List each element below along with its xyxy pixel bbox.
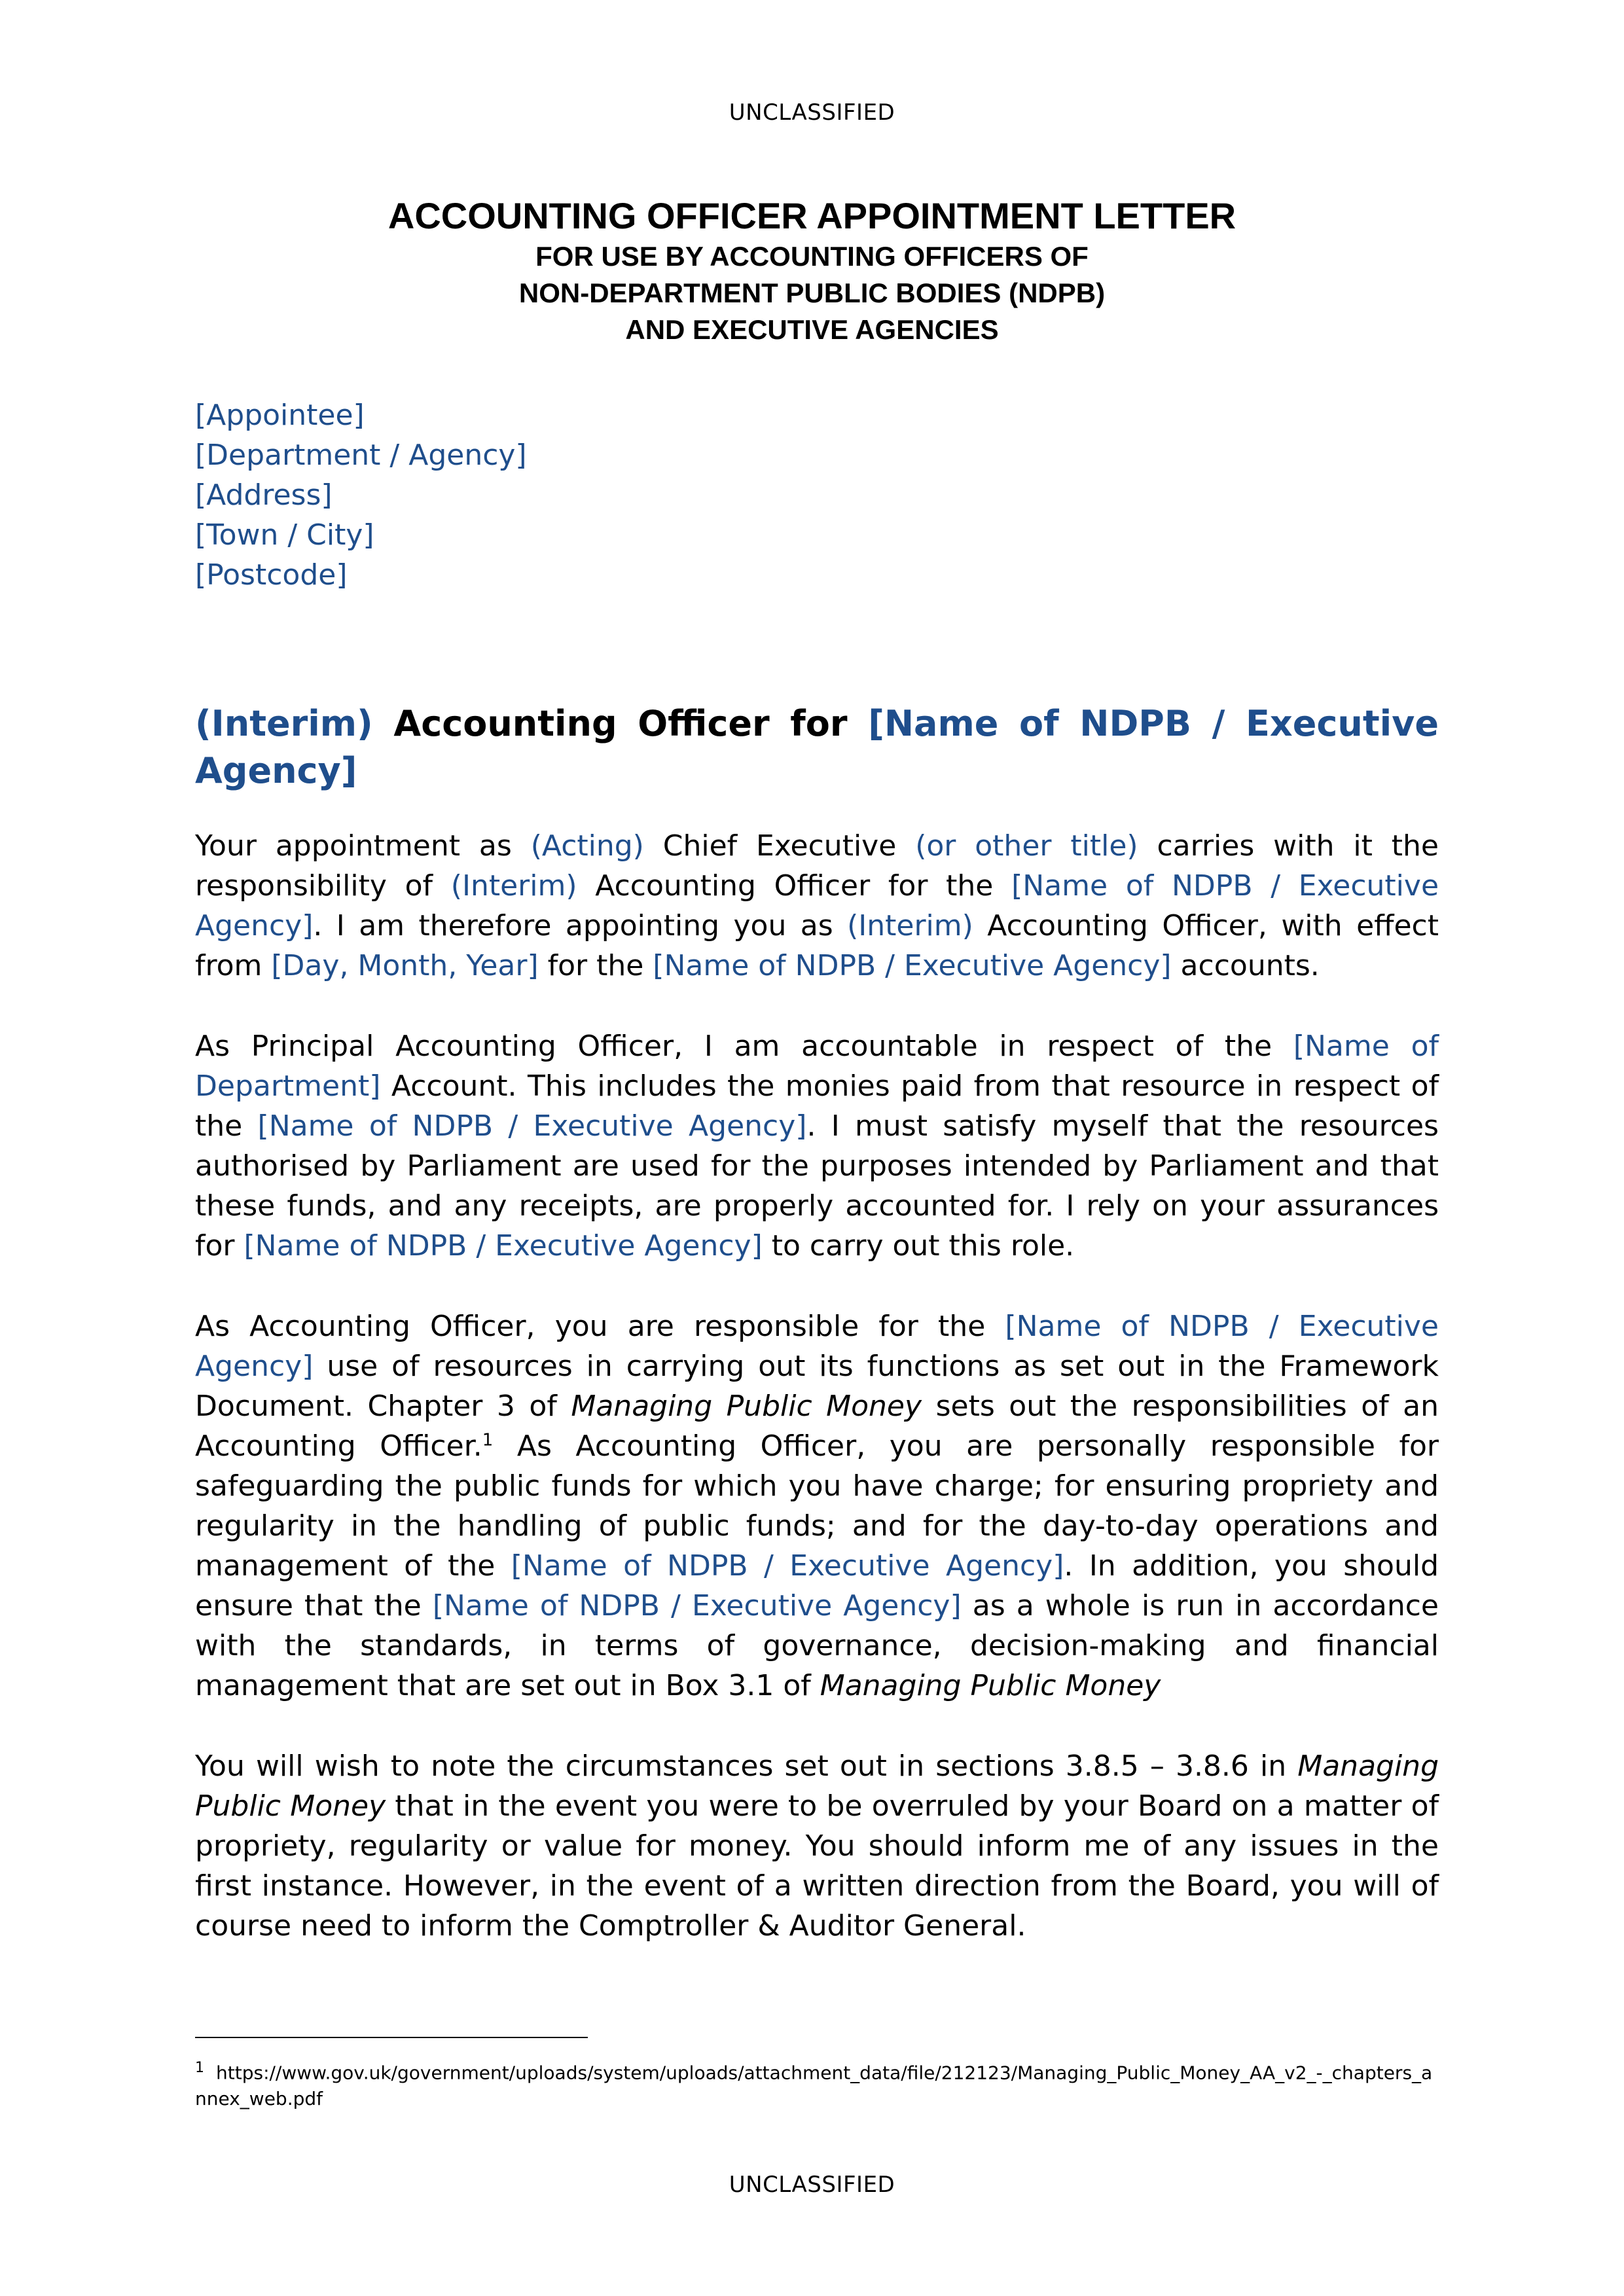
text-run: . I am therefore appointing you as bbox=[313, 909, 848, 942]
title-subtitle-line: AND EXECUTIVE AGENCIES bbox=[625, 314, 999, 345]
text-run: Accounting Officer, with effect from bbox=[195, 909, 1439, 982]
text-run: as a whole is run in accordance with the… bbox=[195, 1589, 1439, 1702]
placeholder-body-name: [Name of NDPB / Executive Agency] bbox=[653, 949, 1172, 982]
address-town: [Town / City] bbox=[195, 518, 374, 552]
address-block: [Appointee] [Department / Agency] [Addre… bbox=[195, 395, 527, 595]
placeholder-interim: (Interim) bbox=[450, 869, 577, 903]
letter-heading: (Interim) Accounting Officer for [Name o… bbox=[195, 700, 1439, 795]
placeholder-body-name: [Name of NDPB / Executive Agency] bbox=[244, 1229, 763, 1263]
publication-title: Managing Public Money bbox=[571, 1390, 922, 1423]
address-postcode: [Postcode] bbox=[195, 558, 348, 592]
heading-interim: (Interim) bbox=[195, 703, 373, 744]
placeholder-acting: (Acting) bbox=[530, 829, 644, 863]
text-run: Chief Executive bbox=[643, 829, 916, 863]
title-main: ACCOUNTING OFFICER APPOINTMENT LETTER bbox=[388, 195, 1236, 236]
text-run: . In addition, you should ensure that th… bbox=[195, 1549, 1439, 1623]
letter-body: (Interim) Accounting Officer for [Name o… bbox=[195, 700, 1439, 1986]
text-run: that in the event you were to be overrul… bbox=[195, 1789, 1439, 1943]
text-run: carries with it the responsibility of bbox=[195, 829, 1439, 903]
text-run: Your appointment as bbox=[195, 829, 531, 863]
text-run: accounts. bbox=[1171, 949, 1320, 982]
placeholder-interim: (Interim) bbox=[847, 909, 973, 942]
text-run: use of resources in carrying out its fun… bbox=[195, 1350, 1439, 1423]
text-run: for the bbox=[538, 949, 653, 982]
address-street: [Address] bbox=[195, 478, 333, 512]
title-subtitle-line: FOR USE BY ACCOUNTING OFFICERS OF bbox=[535, 241, 1089, 272]
text-run: to carry out this role. bbox=[762, 1229, 1075, 1263]
placeholder-date: [Day, Month, Year] bbox=[271, 949, 539, 982]
placeholder-other-title: (or other title) bbox=[915, 829, 1138, 863]
header-classification: UNCLASSIFIED bbox=[729, 99, 895, 126]
paragraph-principal-officer: As Principal Accounting Officer, I am ac… bbox=[195, 1026, 1439, 1266]
placeholder-department: [Name of Department] bbox=[195, 1030, 1439, 1103]
footnote-reference[interactable]: 1 bbox=[482, 1430, 494, 1450]
paragraph-appointment: Your appointment as (Acting) Chief Execu… bbox=[195, 826, 1439, 986]
title-subtitle-line: NON-DEPARTMENT PUBLIC BODIES (NDPB) bbox=[518, 278, 1106, 308]
text-run: . I must satisfy myself that the resourc… bbox=[195, 1109, 1439, 1263]
text-run: Accounting Officer for the bbox=[577, 869, 1012, 903]
footnote-number: 1 bbox=[195, 2060, 204, 2076]
text-run: As Accounting Officer, you are personall… bbox=[195, 1429, 1439, 1583]
text-run: As Accounting Officer, you are responsib… bbox=[195, 1310, 1005, 1343]
placeholder-body-name: [Name of NDPB / Executive Agency] bbox=[195, 869, 1439, 942]
footnote-link[interactable]: https://www.gov.uk/government/uploads/sy… bbox=[195, 2062, 1433, 2110]
publication-title: Managing Public Money bbox=[195, 1749, 1439, 1823]
heading-text: Accounting Officer for bbox=[393, 703, 848, 744]
letter-title: ACCOUNTING OFFICER APPOINTMENT LETTER FO… bbox=[0, 194, 1624, 348]
placeholder-body-name: [Name of NDPB / Executive Agency] bbox=[195, 1310, 1439, 1383]
footer-classification: UNCLASSIFIED bbox=[729, 2172, 895, 2198]
text-run: Account. This includes the monies paid f… bbox=[195, 1069, 1439, 1143]
paragraph-overruled: You will wish to note the circumstances … bbox=[195, 1746, 1439, 1946]
text-run: As Principal Accounting Officer, I am ac… bbox=[195, 1030, 1293, 1063]
heading-body-name: [Name of NDPB / Executive Agency] bbox=[195, 703, 1439, 791]
text-run: sets out the responsibilities of an Acco… bbox=[195, 1390, 1439, 1463]
placeholder-body-name: [Name of NDPB / Executive Agency] bbox=[511, 1549, 1064, 1583]
address-department: [Department / Agency] bbox=[195, 439, 527, 472]
paragraph-responsibilities: As Accounting Officer, you are responsib… bbox=[195, 1306, 1439, 1706]
footnote-separator bbox=[195, 2037, 588, 2038]
placeholder-body-name: [Name of NDPB / Executive Agency] bbox=[257, 1109, 807, 1143]
address-appointee: [Appointee] bbox=[195, 399, 365, 432]
text-run: You will wish to note the circumstances … bbox=[195, 1749, 1298, 1783]
placeholder-body-name: [Name of NDPB / Executive Agency] bbox=[432, 1589, 962, 1623]
publication-title: Managing Public Money bbox=[820, 1669, 1161, 1702]
